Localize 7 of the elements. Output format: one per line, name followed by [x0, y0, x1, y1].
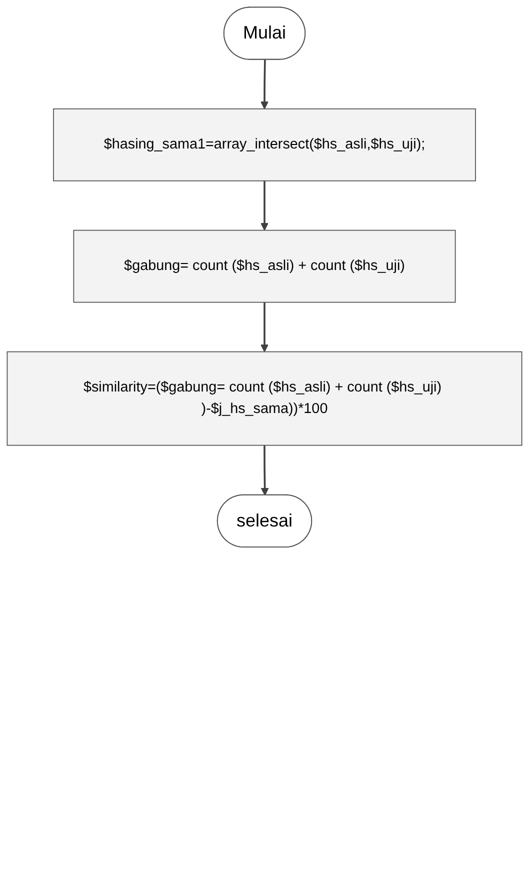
node-box: $gabung= count ($hs_asli) + count ($hs_uji) — [73, 230, 456, 303]
node-box: $similarity=($gabung= count ($hs_asli) + count ($hs_uji) )-$j_hs_sama))*100 — [6, 351, 522, 446]
arrow — [260, 445, 269, 496]
arrow — [260, 302, 268, 352]
arrow — [260, 180, 268, 231]
arrow — [260, 60, 268, 110]
node-box: $hasing_sama1=array_intersect($hs_asli,$hs_uji); — [53, 108, 476, 182]
